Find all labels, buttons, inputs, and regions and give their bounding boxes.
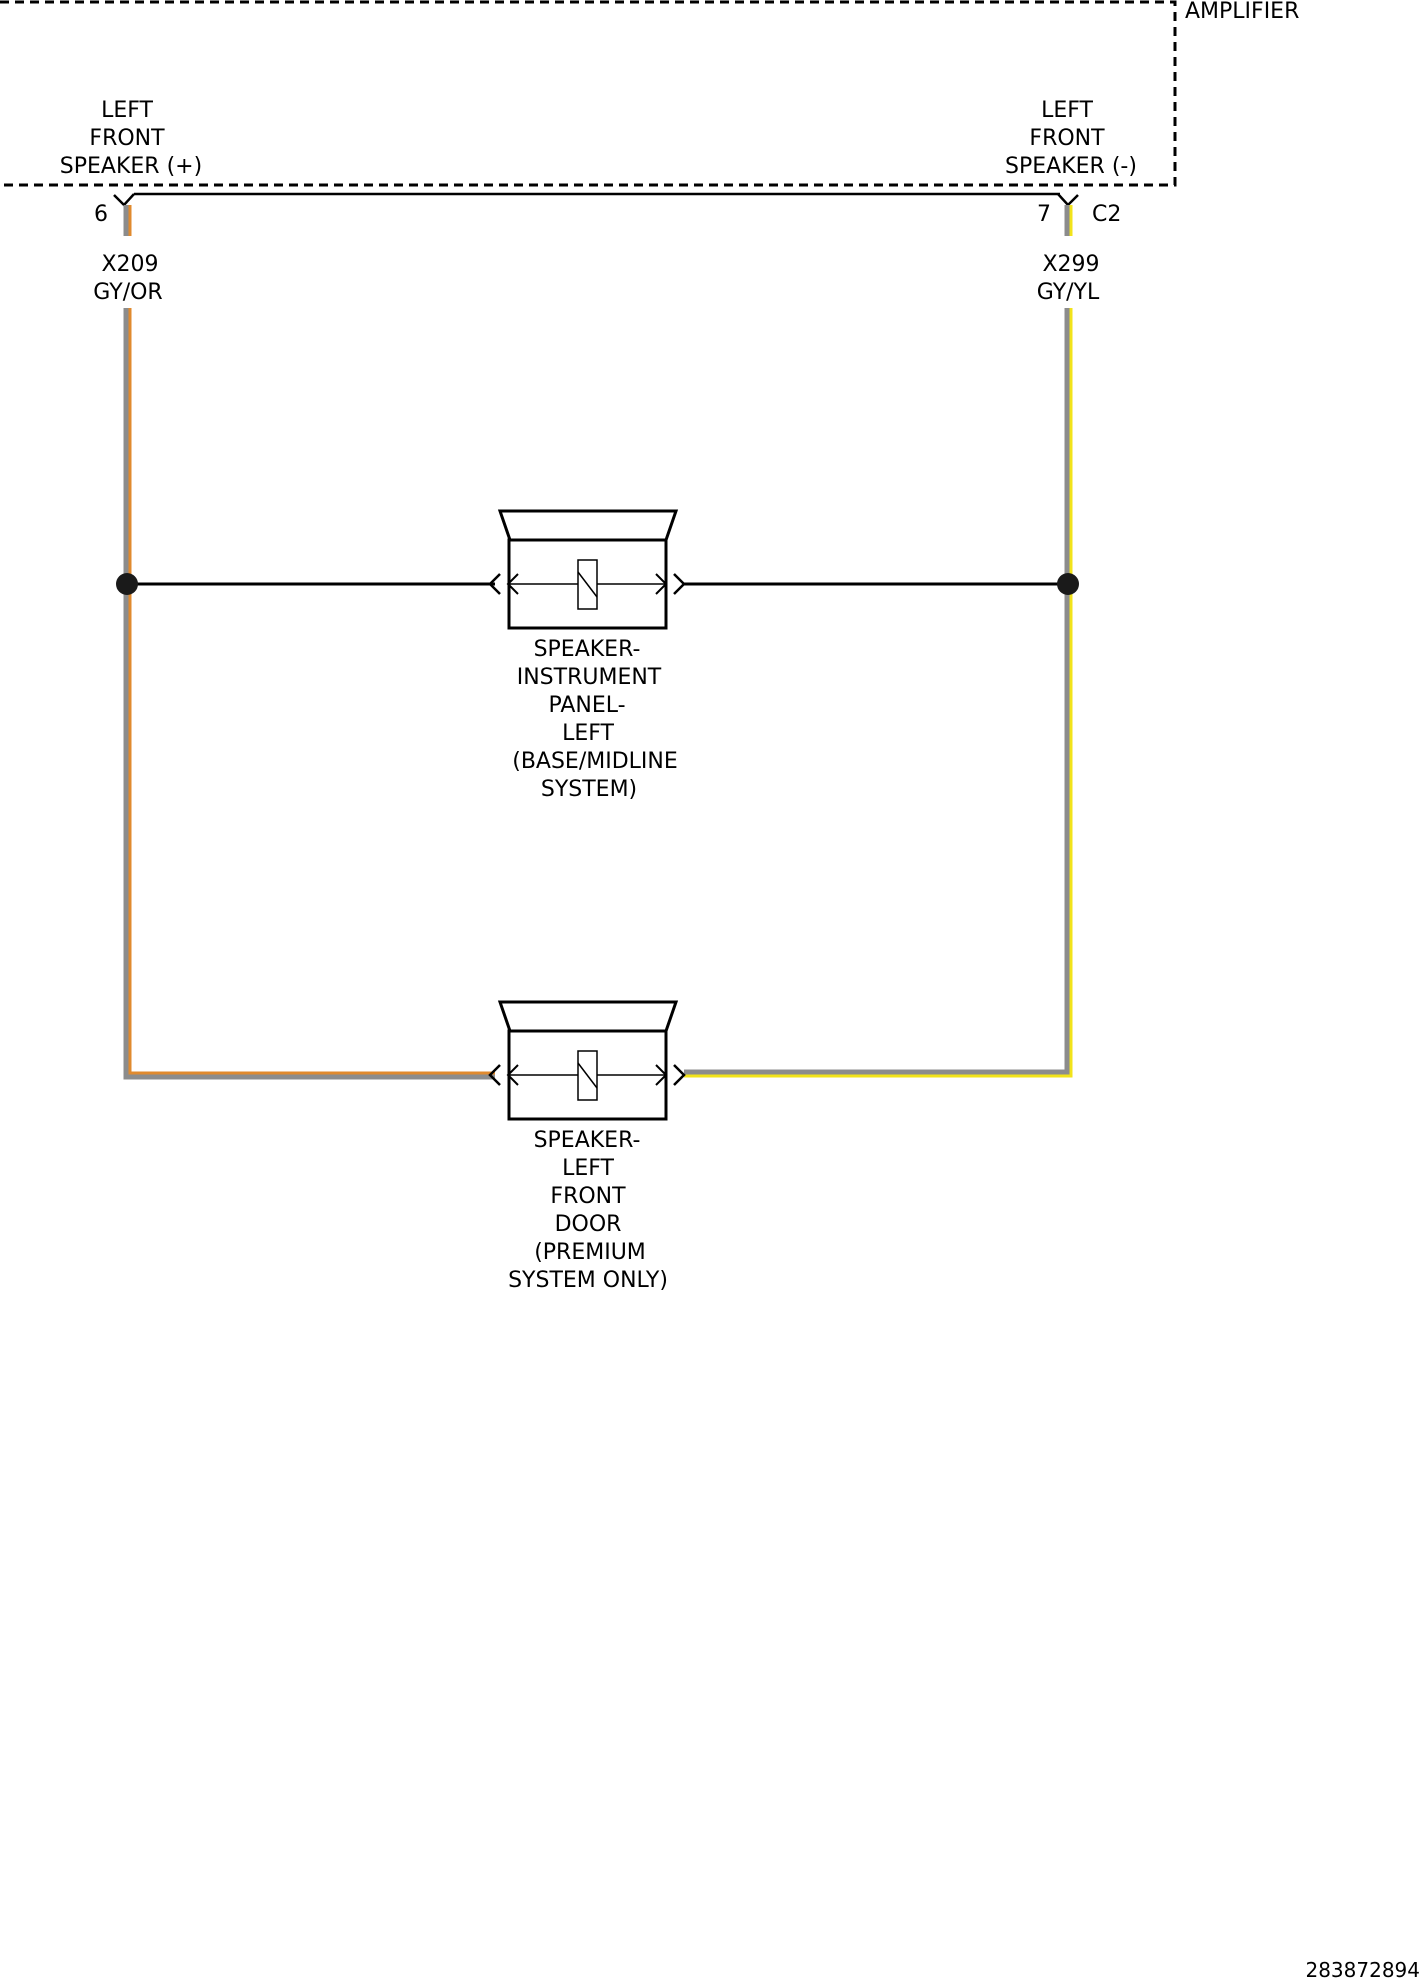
speaker-2-terminal-left-inner xyxy=(506,1064,519,1086)
speaker-2-label-line-5: (PREMIUM xyxy=(534,1240,646,1265)
figure-id: 283872894 xyxy=(1305,1958,1420,1982)
speaker-2-label-line-2: LEFT xyxy=(562,1156,614,1181)
speaker-2-label-line-3: FRONT xyxy=(550,1184,626,1209)
speaker-1-label-line-6: SYSTEM) xyxy=(541,777,637,802)
speaker-2-cone xyxy=(497,1000,679,1033)
pin-7-number: 7 xyxy=(1037,202,1051,227)
speaker-2-terminal-right-inner xyxy=(655,1064,668,1086)
speaker-1-terminal-right-inner xyxy=(655,573,668,595)
connector-name: C2 xyxy=(1092,202,1121,227)
speaker-1-label-line-5: (BASE/MIDLINE xyxy=(512,749,678,774)
speaker-2-terminal-left-outer xyxy=(488,1064,501,1086)
speaker-1-element-slash xyxy=(577,571,598,598)
speaker-1-label-line-3: PANEL- xyxy=(548,693,625,718)
speaker-2-label-line-4: DOOR xyxy=(555,1212,622,1237)
wire-x209-label-gap xyxy=(115,236,145,308)
wire-x299: X299 GY/YL xyxy=(684,205,1100,1078)
speaker-2-element-slash xyxy=(577,1062,598,1089)
speaker-1-terminal-left-outer xyxy=(488,573,501,595)
speaker-1-label-line-1: SPEAKER- xyxy=(534,637,641,662)
speaker-left-front-door: SPEAKER- LEFT FRONT DOOR (PREMIUM SYSTEM… xyxy=(488,1000,686,1293)
wire-x209-stripe xyxy=(128,205,495,1075)
speaker-2-label-line-6: SYSTEM ONLY) xyxy=(508,1268,668,1293)
pin-right-label-line-3: SPEAKER (-) xyxy=(1005,154,1137,179)
pin-left-label-line-2: FRONT xyxy=(89,126,165,151)
speaker-2-label-line-1: SPEAKER- xyxy=(534,1128,641,1153)
splice-right xyxy=(1057,573,1079,595)
speaker-1-label-line-2: INSTRUMENT xyxy=(517,665,662,690)
wire-x209-base xyxy=(123,205,495,1080)
wire-x209-color-code: GY/OR xyxy=(93,280,162,305)
pin-6-number: 6 xyxy=(94,202,108,227)
connector-c2: 6 7 C2 xyxy=(94,192,1121,227)
pin-left-label-line-1: LEFT xyxy=(101,98,153,123)
splice-branches xyxy=(116,573,1079,595)
pin-left-label-line-3: SPEAKER (+) xyxy=(60,154,202,179)
wire-x299-base xyxy=(684,205,1072,1077)
amplifier-box xyxy=(0,0,1177,187)
speaker-2-terminal-right-outer xyxy=(673,1064,686,1086)
pin-right-label-line-2: FRONT xyxy=(1029,126,1105,151)
pin-7-chevron xyxy=(1057,193,1079,207)
wire-x299-circuit: X299 xyxy=(1042,252,1099,277)
pin-right-label-line-1: LEFT xyxy=(1041,98,1093,123)
pin-6-chevron xyxy=(113,193,135,207)
speaker-1-cone xyxy=(497,509,679,542)
wire-x299-label-gap xyxy=(1055,236,1085,308)
wire-x299-color-code: GY/YL xyxy=(1037,280,1100,305)
wire-x209: X209 GY/OR xyxy=(93,205,495,1080)
speaker-1-terminal-right-outer xyxy=(673,573,686,595)
wire-x299-stripe xyxy=(684,205,1073,1078)
speaker-instrument-panel-left: SPEAKER- INSTRUMENT PANEL- LEFT (BASE/MI… xyxy=(488,509,686,802)
splice-left xyxy=(116,573,138,595)
speaker-1-label-line-4: LEFT xyxy=(562,721,614,746)
wire-x209-circuit: X209 xyxy=(101,252,158,277)
amplifier-label: AMPLIFIER xyxy=(1185,0,1299,24)
speaker-1-terminal-left-inner xyxy=(506,573,519,595)
amplifier-component: AMPLIFIER LEFT FRONT SPEAKER (+) LEFT FR… xyxy=(0,0,1299,187)
